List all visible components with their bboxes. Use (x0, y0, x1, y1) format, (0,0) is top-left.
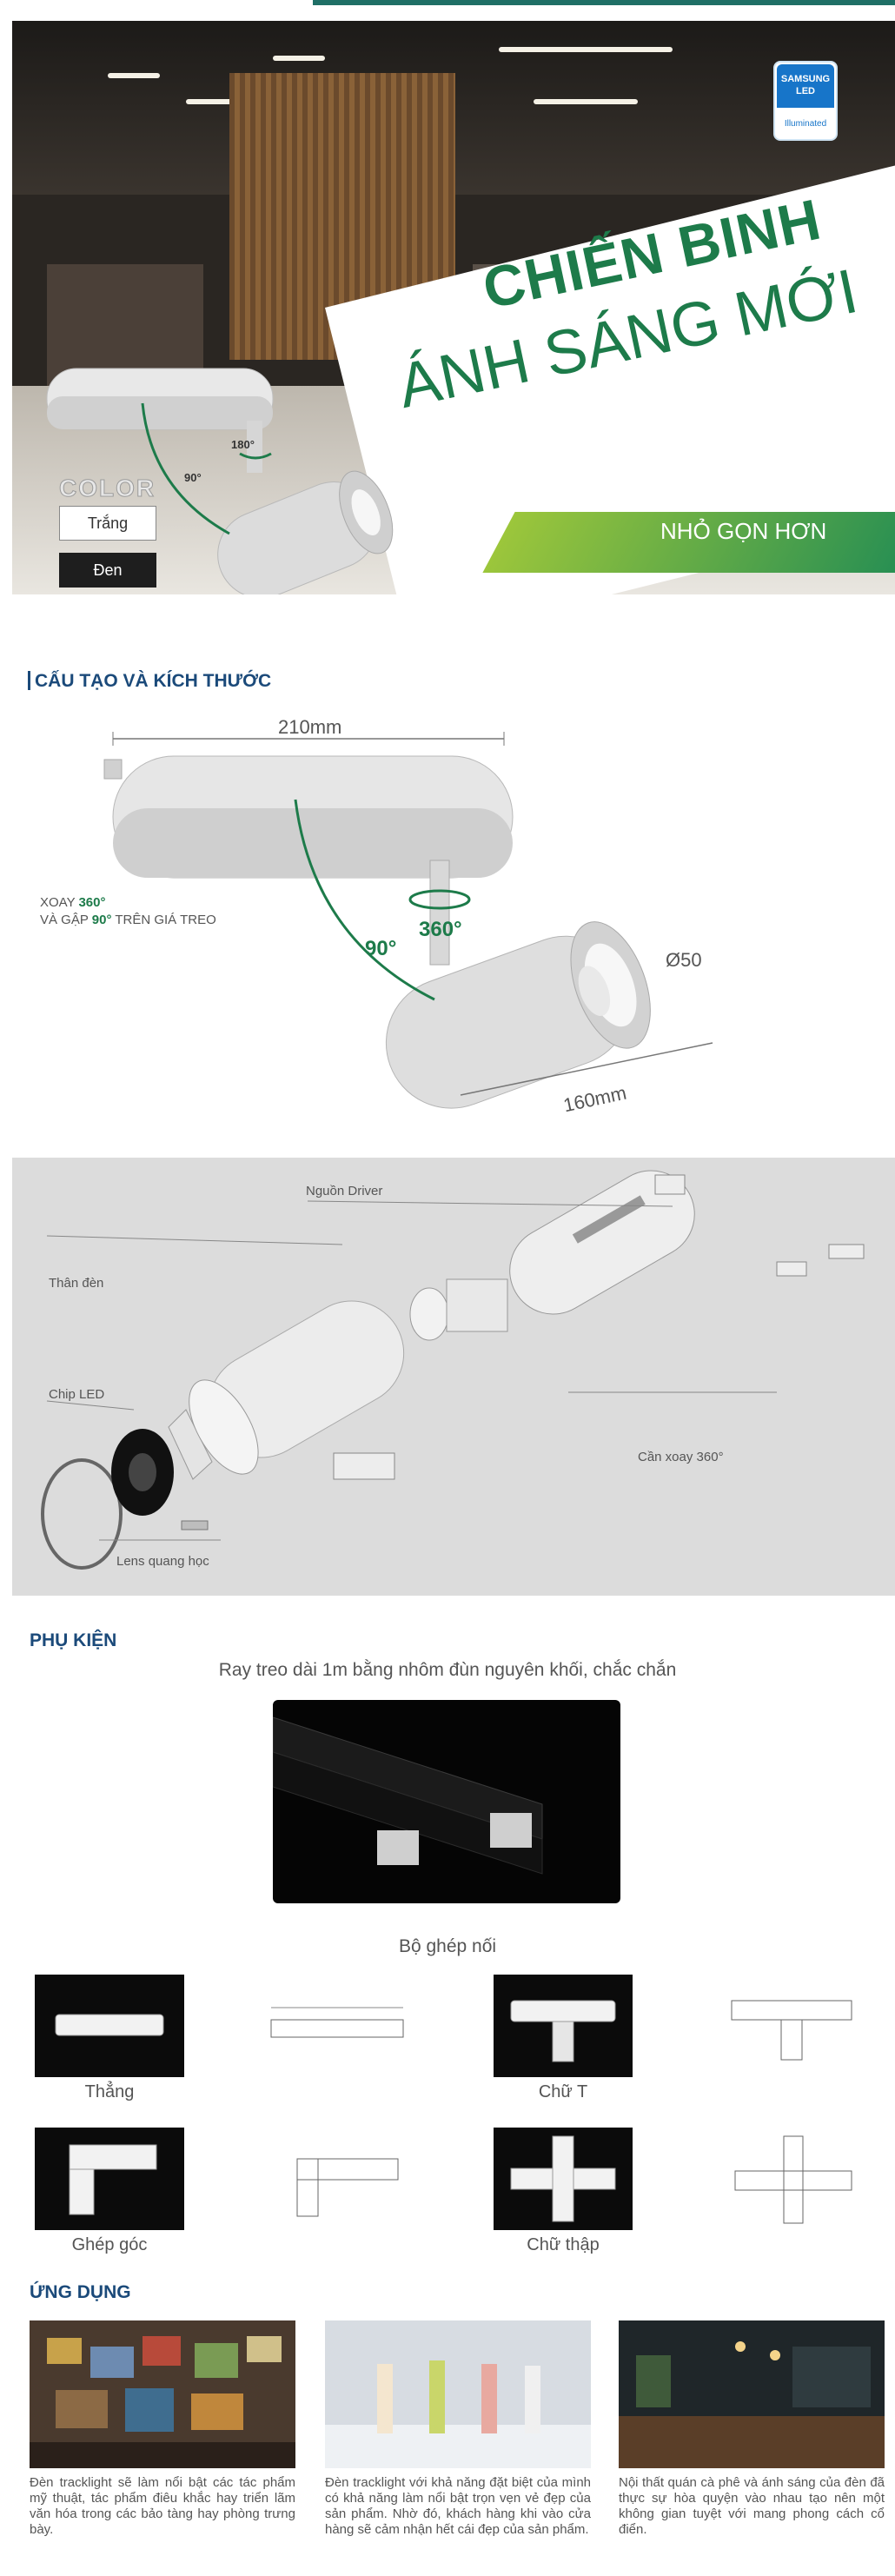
note-prefix: VÀ GẬP (40, 913, 92, 927)
structure-heading: CẤU TẠO VÀ KÍCH THƯỚC (35, 671, 272, 691)
diameter-dimension: Ø50 (666, 949, 702, 971)
connector-corner-image (69, 2144, 157, 2215)
badge-sub: Illuminated (784, 119, 827, 129)
connector-cross-image (510, 2135, 616, 2222)
top-accent-bar (0, 0, 895, 5)
connector-t-image (510, 2000, 616, 2062)
callout-chip: Chip LED (49, 1387, 105, 1402)
ceiling-light (499, 47, 673, 52)
tracklight-product-image: 180° 90° (46, 368, 394, 594)
top-accent-teal (313, 0, 895, 5)
section-marker (28, 671, 30, 690)
straight-tech-drawing (270, 2007, 404, 2038)
connector-straight-image (55, 2014, 164, 2036)
rotation-note-line2: VÀ GẬP 90° TRÊN GIÁ TREO (40, 913, 216, 927)
samsung-led-badge: SAMSUNG LED Illuminated (773, 61, 838, 141)
connector-photo-corner (35, 2128, 184, 2230)
application-text-showroom: Đèn tracklight với khả năng đặt biệt của… (325, 2475, 591, 2537)
corner-tech-drawing (296, 2158, 399, 2217)
cross-tech-drawing (734, 2135, 852, 2224)
dimension-drawing (103, 732, 713, 1109)
ceiling-light (186, 99, 238, 104)
cafe-illustration (619, 2320, 885, 2468)
note-prefix: XOAY (40, 895, 79, 910)
note-value: 90° (91, 913, 112, 927)
callout-arm: Cần xoay 360° (638, 1450, 724, 1464)
connector-label-t: Chữ T (538, 2082, 588, 2101)
t-tech-drawing (731, 2000, 852, 2061)
connector-label-cross: Chữ thập (527, 2235, 600, 2254)
connectors-caption: Bộ ghép nối (398, 1936, 497, 1956)
rotate-90-label: 90° (184, 471, 202, 484)
rotation-note-line1: XOAY 360° (40, 895, 106, 910)
tilt-90-label: 90° (365, 937, 397, 960)
connector-label-straight: Thẳng (84, 2082, 135, 2101)
badge-brand: SAMSUNG (780, 74, 831, 84)
ceiling-light (273, 56, 325, 61)
application-image-showroom (325, 2320, 591, 2468)
showroom-illustration (325, 2320, 591, 2468)
tagline-2: NHỎ GỌN HƠN (660, 518, 827, 544)
rotate-360-label: 360° (419, 918, 462, 941)
rail-illustration (273, 1716, 543, 1875)
application-image-gallery (30, 2320, 295, 2468)
ceiling-light (534, 99, 638, 104)
application-text-cafe: Nội thất quán cà phê và ánh sáng của đèn… (619, 2475, 885, 2537)
connector-photo-straight (35, 1975, 184, 2077)
exploded-view-panel: Nguồn Driver Thân đèn Chip LED Cần xoay … (12, 1158, 895, 1596)
connector-drawing-t (714, 1976, 869, 2072)
connector-drawing-straight (261, 1990, 414, 2067)
callout-driver: Nguồn Driver (306, 1184, 383, 1198)
rail-photo (273, 1700, 620, 1903)
connector-photo-cross (494, 2128, 633, 2230)
rotate-180-label: 180° (231, 438, 255, 451)
badge-line: LED (796, 86, 815, 96)
note-suffix: TRÊN GIÁ TREO (111, 913, 216, 927)
application-text-gallery: Đèn tracklight sẽ làm nổi bật các tác ph… (30, 2475, 295, 2537)
color-option-black[interactable]: Đen (59, 553, 156, 588)
exploded-view-drawing (41, 1170, 865, 1570)
gallery-illustration (30, 2320, 295, 2468)
connector-label-corner: Ghép góc (71, 2235, 148, 2254)
accessories-heading: PHỤ KIỆN (30, 1630, 117, 1650)
connector-photo-t (494, 1975, 633, 2077)
callout-lens: Lens quang học (116, 1554, 209, 1569)
callout-body: Thân đèn (49, 1276, 104, 1291)
color-title: COLOR (58, 475, 156, 502)
tagline-1: SÁNG HƠN (714, 490, 837, 516)
connector-drawing-corner (276, 2133, 415, 2228)
rail-caption: Ray treo dài 1m bằng nhôm đùn nguyên khố… (218, 1660, 677, 1680)
color-option-white[interactable]: Trắng (59, 506, 156, 541)
application-image-cafe (619, 2320, 885, 2468)
applications-heading: ỨNG DỤNG (30, 2282, 131, 2302)
ceiling-light (108, 73, 160, 78)
connector-drawing-cross (719, 2128, 867, 2232)
note-value: 360° (78, 895, 106, 910)
width-dimension: 210mm (278, 716, 342, 738)
